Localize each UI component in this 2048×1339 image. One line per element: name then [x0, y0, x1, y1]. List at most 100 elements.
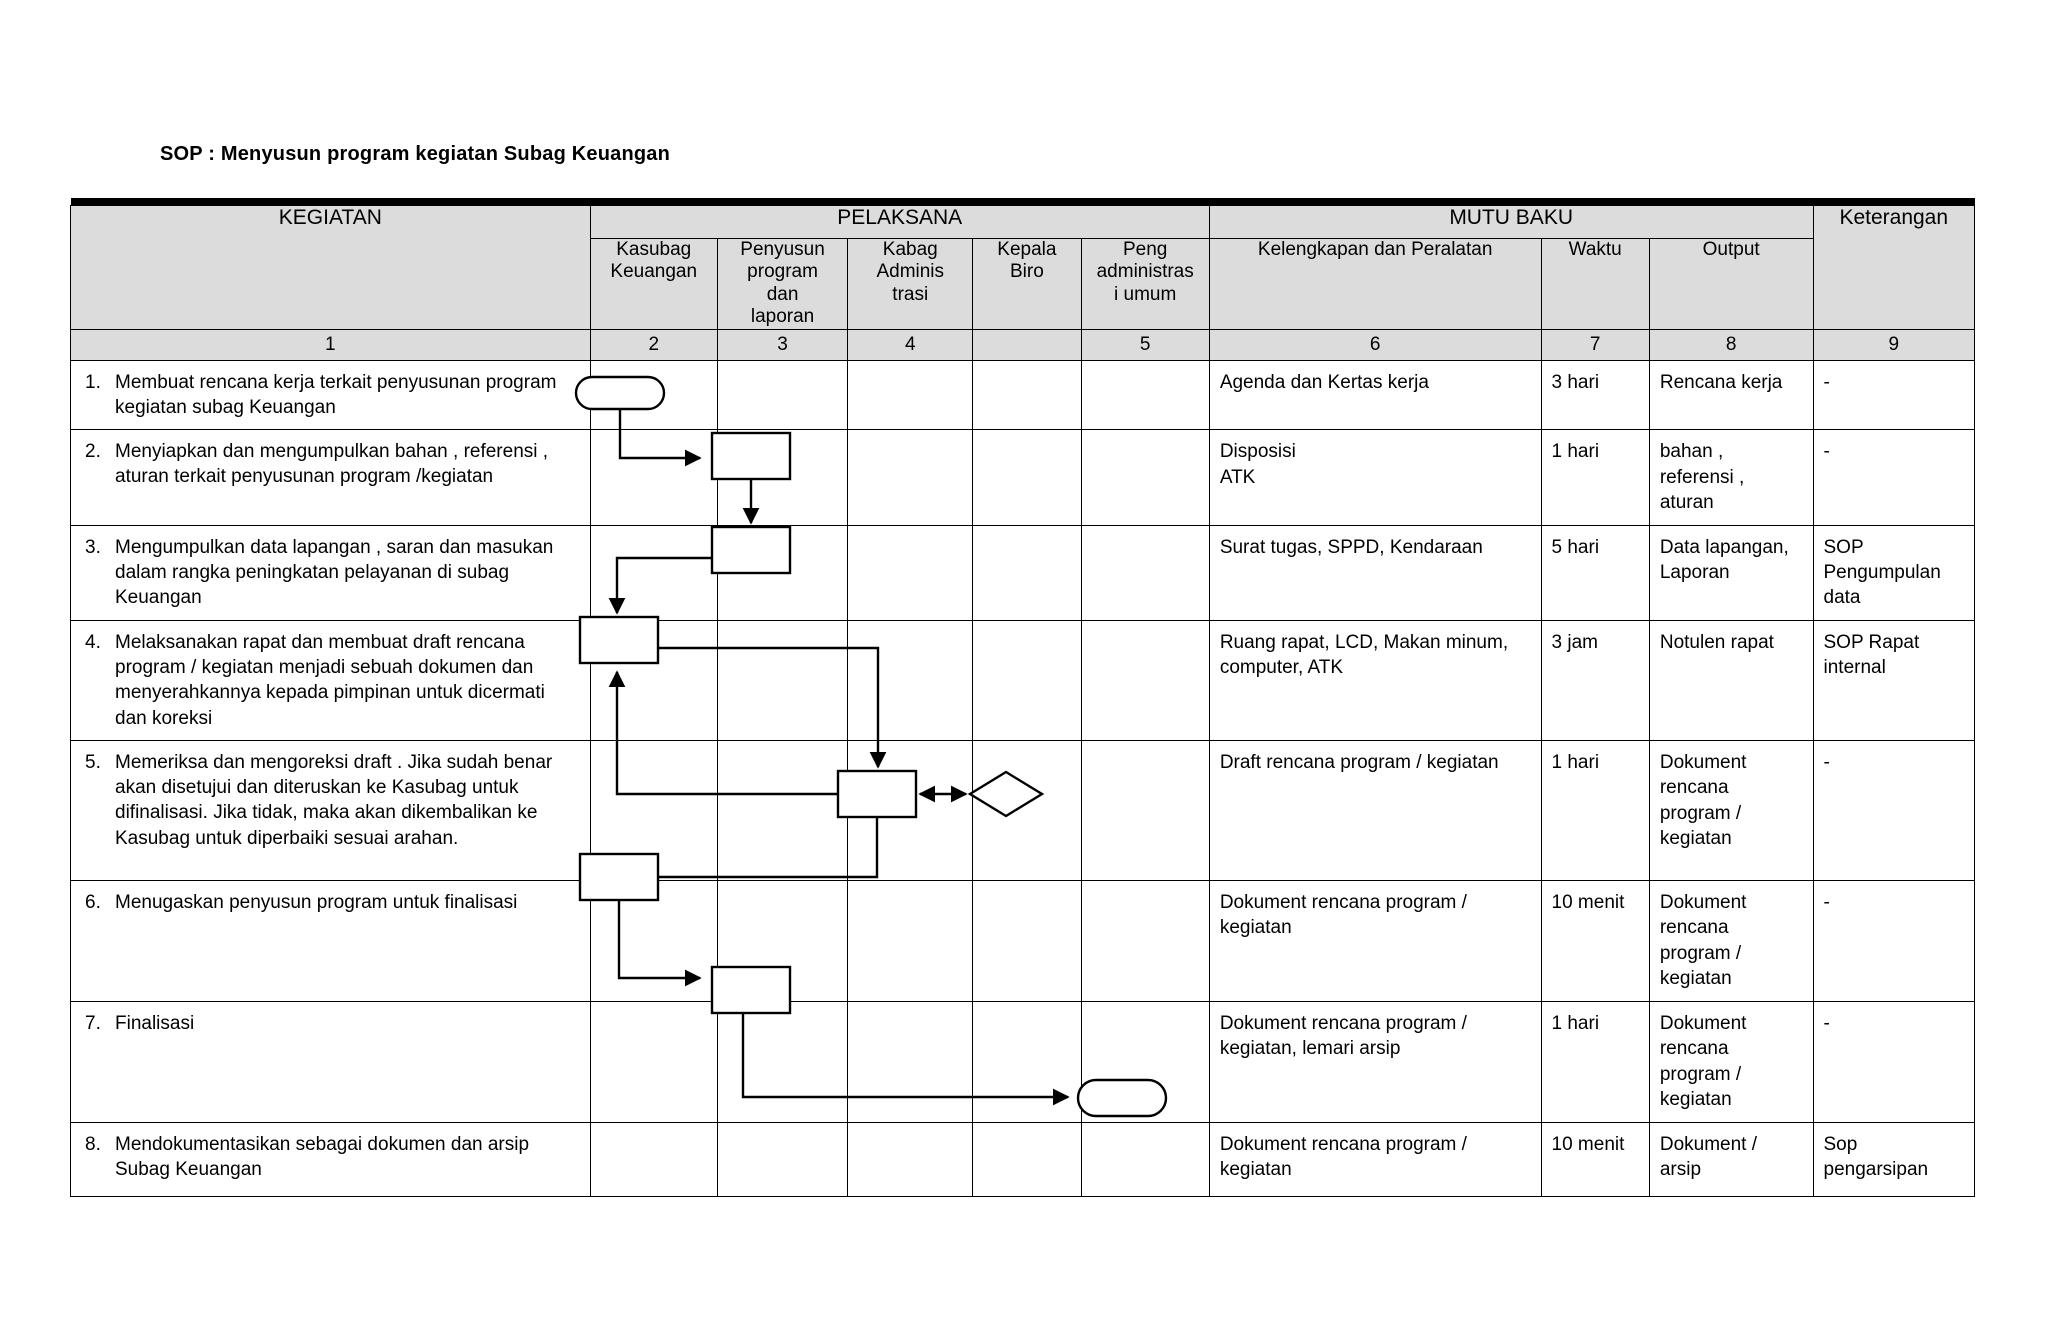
- header-keterangan: Keterangan: [1812, 205, 1975, 330]
- kelengkapan-cell: Agenda dan Kertas kerja: [1208, 359, 1542, 431]
- keterangan-cell: -: [1812, 739, 1975, 881]
- colnum-output: 8: [1648, 328, 1814, 361]
- colnum-kelengkapan: 6: [1208, 328, 1542, 361]
- header-sub-row: Kasubag Keuangan Penyusun program dan la…: [71, 238, 1975, 330]
- lane-kepala-biro: [972, 524, 1082, 621]
- activity-cell: 1. Membuat rencana kerja terkait penyusu…: [70, 359, 591, 431]
- header-mutu-baku: MUTU BAKU: [1208, 205, 1814, 239]
- table-row: 7. Finalisasi Dokument rencana program /…: [70, 1000, 1975, 1123]
- activity-cell: 6. Menugaskan penyusun program untuk fin…: [70, 879, 591, 1002]
- lane-kasubag-keuangan: [589, 429, 718, 526]
- output-cell: Rencana kerja: [1648, 359, 1814, 431]
- lane-peng-administrasi-umum: [1080, 879, 1210, 1002]
- activity-number: 8.: [85, 1133, 101, 1155]
- header-waktu: Waktu: [1540, 238, 1650, 330]
- kelengkapan-cell: Dokument rencana program / kegiatan: [1208, 879, 1542, 1002]
- activity-number: 5.: [85, 751, 101, 773]
- header-peng-administrasi-umum: Peng administras i umum: [1080, 238, 1210, 330]
- lane-penyusun-program: [716, 359, 849, 431]
- top-band-row: [70, 198, 1975, 206]
- lane-penyusun-program: [716, 1121, 849, 1197]
- lane-kasubag-keuangan: [589, 359, 718, 431]
- output-cell: Dokument rencana program / kegiatan: [1648, 739, 1814, 881]
- kelengkapan-cell: Dokument rencana program / kegiatan, lem…: [1208, 1000, 1542, 1123]
- activity-text: Menyiapkan dan mengumpulkan bahan , refe…: [115, 441, 549, 488]
- lane-peng-administrasi-umum: [1080, 619, 1210, 741]
- output-cell: bahan , referensi , aturan: [1648, 429, 1814, 526]
- lane-kepala-biro: [972, 1000, 1082, 1123]
- kelengkapan-cell: Draft rencana program / kegiatan: [1208, 739, 1542, 881]
- column-number-row: 1 2 3 4 5 6 7 8 9: [70, 328, 1975, 361]
- sop-table: KEGIATAN PELAKSANA MUTU BAKU Keterangan …: [70, 198, 1975, 1197]
- output-cell: Notulen rapat: [1648, 619, 1814, 741]
- activity-text: Mengumpulkan data lapangan , saran dan m…: [115, 536, 554, 609]
- activity-text: Membuat rencana kerja terkait penyusunan…: [115, 371, 557, 418]
- lane-kabag-administrasi: [847, 429, 974, 526]
- header-kabag-administrasi: Kabag Adminis trasi: [847, 238, 974, 330]
- lane-peng-administrasi-umum: [1080, 429, 1210, 526]
- waktu-cell: 1 hari: [1540, 1000, 1650, 1123]
- waktu-cell: 10 menit: [1540, 879, 1650, 1002]
- lane-kepala-biro: [972, 1121, 1082, 1197]
- lane-kepala-biro: [972, 359, 1082, 431]
- activity-cell: 7. Finalisasi: [70, 1000, 591, 1123]
- activity-cell: 2. Menyiapkan dan mengumpulkan bahan , r…: [70, 429, 591, 526]
- kelengkapan-cell: Surat tugas, SPPD, Kendaraan: [1208, 524, 1542, 621]
- colnum-kegiatan: 1: [70, 328, 591, 361]
- keterangan-cell: SOP Pengumpulan data: [1812, 524, 1975, 621]
- keterangan-cell: SOP Rapat internal: [1812, 619, 1975, 741]
- keterangan-cell: -: [1812, 359, 1975, 431]
- lane-kabag-administrasi: [847, 1000, 974, 1123]
- header-label: Kabag Adminis trasi: [876, 239, 945, 305]
- lane-kabag-administrasi: [847, 1121, 974, 1197]
- lane-penyusun-program: [716, 524, 849, 621]
- waktu-cell: 1 hari: [1540, 739, 1650, 881]
- activity-number: 2.: [85, 441, 101, 463]
- colnum-peng-administrasi-umum: 5: [1080, 328, 1210, 361]
- lane-kasubag-keuangan: [589, 1000, 718, 1123]
- waktu-cell: 1 hari: [1540, 429, 1650, 526]
- lane-kabag-administrasi: [847, 739, 974, 881]
- kelengkapan-cell: Disposisi ATK: [1208, 429, 1542, 526]
- lane-kabag-administrasi: [847, 619, 974, 741]
- keterangan-cell: -: [1812, 1000, 1975, 1123]
- header-label: Peng administras i umum: [1096, 239, 1194, 305]
- table-row: 4. Melaksanakan rapat dan membuat draft …: [70, 619, 1975, 741]
- activity-cell: 3. Mengumpulkan data lapangan , saran da…: [70, 524, 591, 621]
- kelengkapan-cell: Ruang rapat, LCD, Makan minum, computer,…: [1208, 619, 1542, 741]
- top-band: [70, 198, 1975, 206]
- lane-penyusun-program: [716, 429, 849, 526]
- output-cell: Dokument / arsip: [1648, 1121, 1814, 1197]
- activity-cell: 8. Mendokumentasikan sebagai dokumen dan…: [70, 1121, 591, 1197]
- activity-text: Melaksanakan rapat dan membuat draft ren…: [115, 631, 545, 729]
- header-kelengkapan: Kelengkapan dan Peralatan: [1208, 238, 1542, 330]
- header-group-row: KEGIATAN PELAKSANA MUTU BAKU Keterangan: [70, 205, 1975, 330]
- lane-peng-administrasi-umum: [1080, 524, 1210, 621]
- lane-kepala-biro: [972, 739, 1082, 881]
- header-kepala-biro: Kepala Biro: [972, 238, 1082, 330]
- lane-kasubag-keuangan: [589, 619, 718, 741]
- header-output: Output: [1648, 238, 1814, 330]
- keterangan-cell: Sop pengarsipan: [1812, 1121, 1975, 1197]
- lane-peng-administrasi-umum: [1080, 1000, 1210, 1123]
- activity-number: 6.: [85, 891, 101, 913]
- header-kegiatan: KEGIATAN: [70, 205, 591, 330]
- lane-kasubag-keuangan: [589, 1121, 718, 1197]
- activity-cell: 4. Melaksanakan rapat dan membuat draft …: [70, 619, 591, 741]
- header-label: Penyusun program dan laporan: [740, 239, 825, 328]
- keterangan-cell: -: [1812, 429, 1975, 526]
- header-pelaksana: PELAKSANA: [589, 205, 1210, 239]
- colnum-waktu: 7: [1540, 328, 1650, 361]
- keterangan-cell: -: [1812, 879, 1975, 1002]
- colnum-penyusun-program: 3: [716, 328, 849, 361]
- table-row: 6. Menugaskan penyusun program untuk fin…: [70, 879, 1975, 1002]
- lane-peng-administrasi-umum: [1080, 1121, 1210, 1197]
- lane-kepala-biro: [972, 879, 1082, 1002]
- output-cell: Dokument rencana program / kegiatan: [1648, 879, 1814, 1002]
- table-row: 5. Memeriksa dan mengoreksi draft . Jika…: [70, 739, 1975, 881]
- lane-peng-administrasi-umum: [1080, 739, 1210, 881]
- lane-penyusun-program: [716, 1000, 849, 1123]
- table-row: 8. Mendokumentasikan sebagai dokumen dan…: [70, 1121, 1975, 1197]
- activity-text: Mendokumentasikan sebagai dokumen dan ar…: [115, 1133, 530, 1180]
